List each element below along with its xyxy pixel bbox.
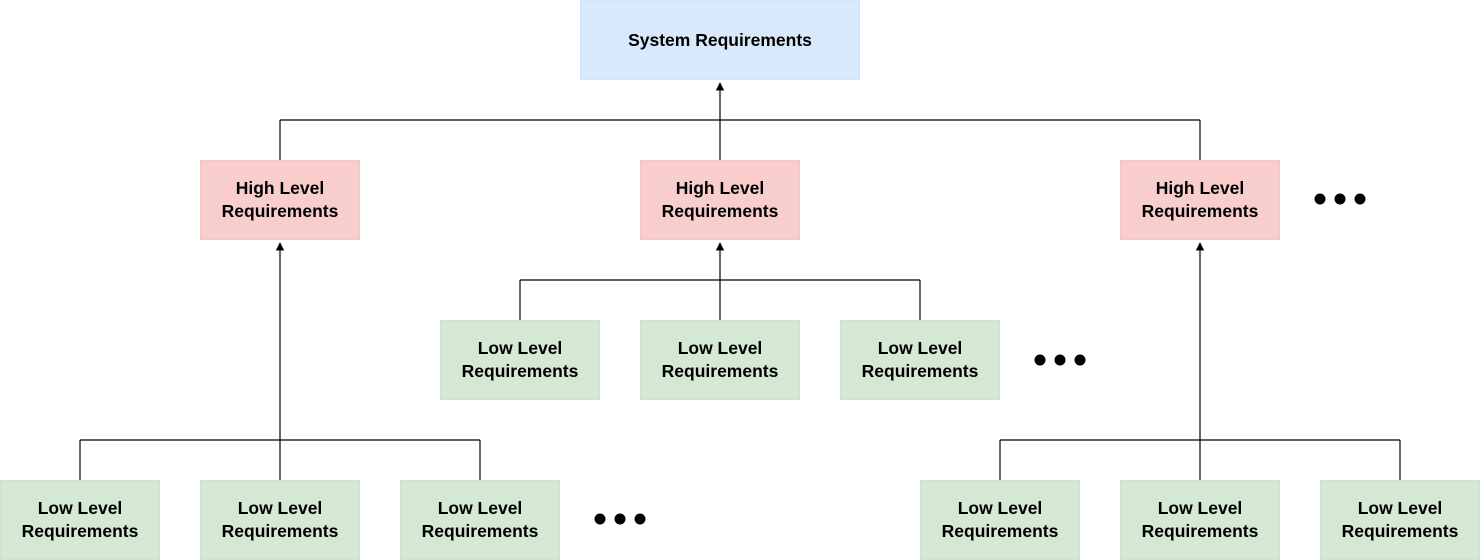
low-level-requirements-box-left-3: Low Level Requirements (400, 480, 560, 560)
low-level-requirements-box-middle-2: Low Level Requirements (640, 320, 800, 400)
high-level-label-line1: High Level (235, 178, 325, 198)
ellipsis-middle-low-level (1034, 354, 1086, 366)
high-level-requirements-box-2: High Level Requirements (640, 160, 800, 240)
high-level-label-line2: Requirements (1141, 201, 1259, 221)
high-level-label-line2: Requirements (661, 201, 779, 221)
low-level-requirements-box-left-2: Low Level Requirements (200, 480, 360, 560)
high-level-label-line1: High Level (675, 178, 765, 198)
low-level-label-line1: Low Level (677, 338, 763, 358)
low-level-requirements-box-right-3: Low Level Requirements (1320, 480, 1480, 560)
low-level-requirements-box-right-1: Low Level Requirements (920, 480, 1080, 560)
high-level-label-line2: Requirements (221, 201, 339, 221)
system-requirements-label: System Requirements (628, 29, 812, 50)
low-level-requirements-box-middle-1: Low Level Requirements (440, 320, 600, 400)
system-requirements-box: System Requirements (580, 0, 860, 80)
low-level-requirements-box-right-2: Low Level Requirements (1120, 480, 1280, 560)
low-level-label-line1: Low Level (37, 498, 123, 518)
low-level-label-line2: Requirements (21, 521, 139, 541)
low-level-label-line2: Requirements (1341, 521, 1459, 541)
low-level-label-line1: Low Level (477, 338, 563, 358)
low-level-label-line1: Low Level (957, 498, 1043, 518)
low-level-label-line1: Low Level (437, 498, 523, 518)
system-to-high-connector (279, 82, 1201, 160)
low-level-label-line1: Low Level (237, 498, 323, 518)
low-level-label-line2: Requirements (461, 361, 579, 381)
ellipsis-left-low-level (594, 513, 646, 525)
middle-low-to-high-connector (519, 242, 921, 320)
low-level-label-line2: Requirements (1141, 521, 1259, 541)
ellipsis-high-level (1314, 193, 1366, 205)
low-level-label-line1: Low Level (1157, 498, 1243, 518)
high-level-requirements-box-3: High Level Requirements (1120, 160, 1280, 240)
low-level-label-line2: Requirements (221, 521, 339, 541)
low-level-label-line2: Requirements (861, 361, 979, 381)
low-level-label-line1: Low Level (877, 338, 963, 358)
low-level-label-line2: Requirements (421, 521, 539, 541)
left-low-to-high-connector (79, 242, 481, 480)
low-level-label-line2: Requirements (941, 521, 1059, 541)
right-low-to-high-connector (999, 242, 1401, 480)
low-level-requirements-box-left-1: Low Level Requirements (0, 480, 160, 560)
high-level-requirements-box-1: High Level Requirements (200, 160, 360, 240)
low-level-requirements-box-middle-3: Low Level Requirements (840, 320, 1000, 400)
low-level-label-line2: Requirements (661, 361, 779, 381)
high-level-label-line1: High Level (1155, 178, 1245, 198)
low-level-label-line1: Low Level (1357, 498, 1443, 518)
